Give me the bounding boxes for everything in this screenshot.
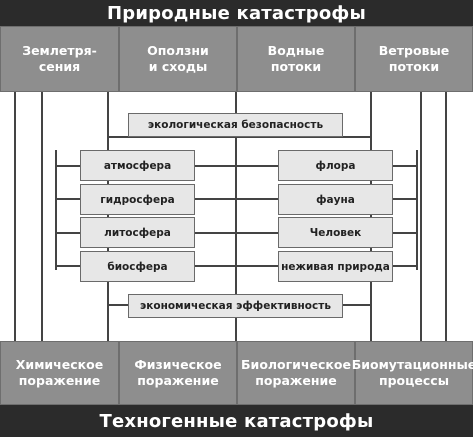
- sphere-biosphere: биосфера: [80, 251, 195, 282]
- sphere-flora: флора: [278, 150, 393, 181]
- ecology-label: экологическая безопасность: [128, 113, 343, 137]
- natural-water-flows: Водные потоки: [237, 26, 355, 92]
- top-title: Природные катастрофы: [0, 0, 473, 26]
- sphere-atmosphere: атмосфера: [80, 150, 195, 181]
- economy-label: экономическая эффективность: [128, 294, 343, 318]
- natural-wind-flows: Ветровые потоки: [355, 26, 473, 92]
- tech-biomutation: Биомутационные процессы: [352, 341, 473, 405]
- sphere-hydrosphere: гидросфера: [80, 184, 195, 215]
- natural-earthquake: Землетря- сения: [0, 26, 119, 92]
- sphere-nonliving-nature: неживая природа: [278, 251, 393, 282]
- tech-chemical: Химическое поражение: [0, 341, 119, 405]
- bottom-title: Техногенные катастрофы: [0, 405, 473, 437]
- sphere-lithosphere: литосфера: [80, 217, 195, 248]
- natural-landslides: Оползни и сходы: [119, 26, 237, 92]
- tech-biological: Биологическое поражение: [237, 341, 355, 405]
- tech-physical: Физическое поражение: [119, 341, 237, 405]
- sphere-human: Человек: [278, 217, 393, 248]
- sphere-fauna: фауна: [278, 184, 393, 215]
